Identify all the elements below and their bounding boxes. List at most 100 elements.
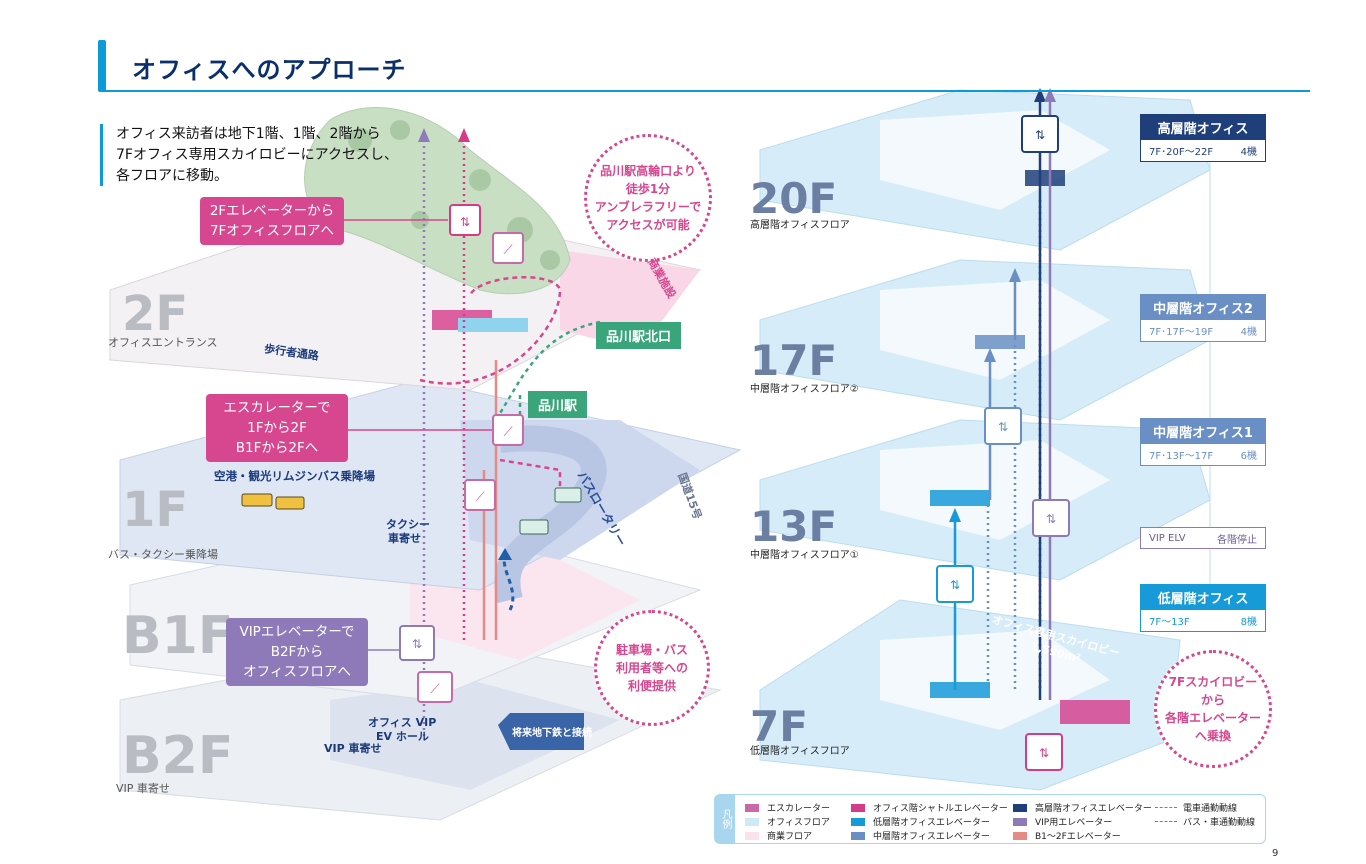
legend-label: オフィスフロア (767, 818, 830, 828)
escalator-icon-1f: ⟋ (492, 414, 524, 446)
office-box-mid1-range: 7F･13F〜17F (1149, 451, 1214, 462)
legend-label: B1〜2Fエレベーター (1035, 832, 1121, 842)
floor-label-20f: 20F (750, 174, 838, 223)
escalator-icon-b1f-1: ⟋ (464, 479, 496, 511)
header-underline (104, 90, 1310, 92)
svg-text:⇅: ⇅ (1039, 746, 1049, 760)
b2f-parking-zone (330, 680, 620, 790)
legend-label: VIP用エレベーター (1035, 818, 1113, 828)
legend-swatch (851, 817, 865, 826)
svg-text:⇅: ⇅ (950, 578, 960, 592)
legend-item-low-elevator: 低層階オフィスエレベーター (851, 815, 990, 828)
station-north-exit-tag: 品川駅北口 (596, 322, 682, 349)
label-taxi-2: 車寄せ (388, 532, 421, 545)
svg-text:⇅: ⇅ (998, 420, 1008, 434)
legend-line (1155, 807, 1177, 808)
callout-2f-elevator-line2: 7Fオフィスフロアへ (209, 223, 335, 239)
legend-swatch (745, 803, 759, 812)
note-north-exit-line4: アクセスが可能 (606, 218, 690, 232)
low-elevator-icon: ⇅ (936, 565, 974, 603)
callout-2f-elevator-line1: 2Fエレベーターから (209, 203, 335, 219)
note-skylobby: 7Fスカイロビー から 各階エレベーター へ乗換 (1154, 650, 1272, 768)
legend-label: 中層階オフィスエレベーター (873, 832, 990, 842)
header-accent-bar (98, 40, 106, 92)
legend: 凡例 エスカレーター オフィスフロア 商業フロア オフィス階シャトルエレベーター… (714, 794, 1266, 844)
svg-text:⟋: ⟋ (475, 490, 485, 505)
floor-label-b2f: B2F (122, 726, 234, 786)
note-skylobby-line2: から (1200, 693, 1225, 707)
svg-text:⇅: ⇅ (412, 637, 422, 651)
callout-2f-elevator: 2Fエレベーターから 7Fオフィスフロアへ (200, 197, 344, 245)
floor-sub-17f: 中層階オフィスフロア② (750, 384, 859, 395)
callout-escalator-line1: エスカレーターで (223, 400, 331, 416)
callout-vip-elevator: VIPエレベーターで B2Fから オフィスフロアへ (226, 618, 368, 686)
note-parking-line1: 駐車場・バス (615, 643, 688, 657)
legend-item-commercial-floor: 商業フロア (745, 829, 812, 842)
svg-text:⟋: ⟋ (503, 243, 513, 258)
office-box-high-range: 7F･20F〜22F (1149, 147, 1214, 158)
label-office-vip-ev: オフィス VIP (368, 716, 437, 729)
svg-text:⇅: ⇅ (460, 215, 470, 229)
legend-label: 低層階オフィスエレベーター (873, 818, 990, 828)
callout-vip-line3: オフィスフロアへ (243, 664, 351, 680)
legend-line (1155, 821, 1177, 822)
escalator-icon-b2f: ⟋ (417, 671, 453, 703)
legend-item-shuttle-elevator: オフィス階シャトルエレベーター (851, 801, 1008, 814)
svg-text:⇅: ⇅ (1046, 512, 1056, 526)
office-box-low: 低層階オフィス 7F〜13F 8機 (1140, 584, 1266, 632)
intro-line-2: 7Fオフィス専用スカイロビーにアクセスし、 (116, 147, 398, 163)
office-box-mid2-title: 中層階オフィス2 (1141, 295, 1265, 320)
label-subway: 将来地下鉄と接続 (512, 728, 592, 739)
label-office-vip-ev-2: EV ホール (376, 730, 429, 743)
office-box-low-range: 7F〜13F (1149, 617, 1190, 628)
legend-tag: 凡例 (715, 795, 735, 843)
legend-item-bus-route: バス・車通勤動線 (1155, 815, 1255, 828)
vip-elv-label: VIP ELV (1149, 532, 1186, 544)
legend-swatch (1013, 803, 1027, 812)
callout-escalator: エスカレーターで 1Fから2F B1Fから2Fへ (206, 394, 348, 462)
legend-label: 商業フロア (767, 832, 813, 842)
label-taxi: タクシー (386, 518, 430, 531)
legend-swatch (745, 831, 759, 840)
legend-swatch (851, 831, 865, 840)
legend-swatch (1013, 831, 1027, 840)
callout-escalator-line2: 1Fから2F (247, 420, 307, 436)
note-north-exit-line2: 徒歩1分 (625, 182, 671, 196)
floor-label-b1f: B1F (122, 606, 234, 666)
legend-item-mid-elevator: 中層階オフィスエレベーター (851, 829, 990, 842)
vip-elv-stops: 各階停止 (1217, 534, 1257, 546)
legend-item-b1-2f-elevator: B1〜2Fエレベーター (1013, 829, 1121, 842)
1f-bus-lane (494, 425, 607, 604)
label-vip-drop: VIP 車寄せ (324, 742, 382, 755)
legend-item-escalator: エスカレーター (745, 801, 830, 814)
floor-label-7f: 7F (750, 702, 808, 751)
office-box-low-title: 低層階オフィス (1141, 585, 1265, 610)
intro-accent-bar (100, 124, 103, 186)
legend-label: 電車通勤動線 (1183, 804, 1238, 814)
floor-label-13f: 13F (750, 502, 838, 551)
callout-vip-line2: B2Fから (270, 644, 324, 660)
note-north-exit: 品川駅高輪口より 徒歩1分 アンブレラフリーで アクセスが可能 (584, 134, 712, 262)
vip-elevator-icon: ⇅ (399, 625, 435, 661)
intro-line-1: オフィス来訪者は地下1階、1階、2階から (116, 126, 381, 142)
shuttle-elevator-icon: ⇅ (1025, 733, 1063, 771)
office-box-high-title: 高層階オフィス (1141, 115, 1265, 140)
vip-elevator-icon-right: ⇅ (1032, 499, 1070, 537)
office-box-low-count: 8機 (1240, 617, 1257, 628)
floor-sub-13f: 中層階オフィスフロア① (750, 550, 859, 561)
floor-label-2f: 2F (122, 286, 189, 342)
intro-line-3: 各フロアに移動。 (116, 168, 228, 184)
subway-tag-bg (498, 713, 584, 750)
note-parking-line3: 利便提供 (627, 679, 676, 693)
note-north-exit-line1: 品川駅高輪口より (600, 164, 696, 178)
callout-vip-line1: VIPエレベーターで (239, 624, 355, 640)
page-number: 9 (1272, 848, 1279, 859)
legend-swatch (745, 817, 759, 826)
legend-swatch (1013, 817, 1027, 826)
station-tag: 品川駅 (528, 391, 588, 418)
office-box-mid2-range: 7F･17F〜19F (1149, 327, 1214, 338)
escalator-icon-2f: ⟋ (492, 232, 524, 264)
callout-escalator-line3: B1Fから2Fへ (235, 440, 319, 456)
office-box-mid1: 中層階オフィス1 7F･13F〜17F 6機 (1140, 418, 1266, 466)
